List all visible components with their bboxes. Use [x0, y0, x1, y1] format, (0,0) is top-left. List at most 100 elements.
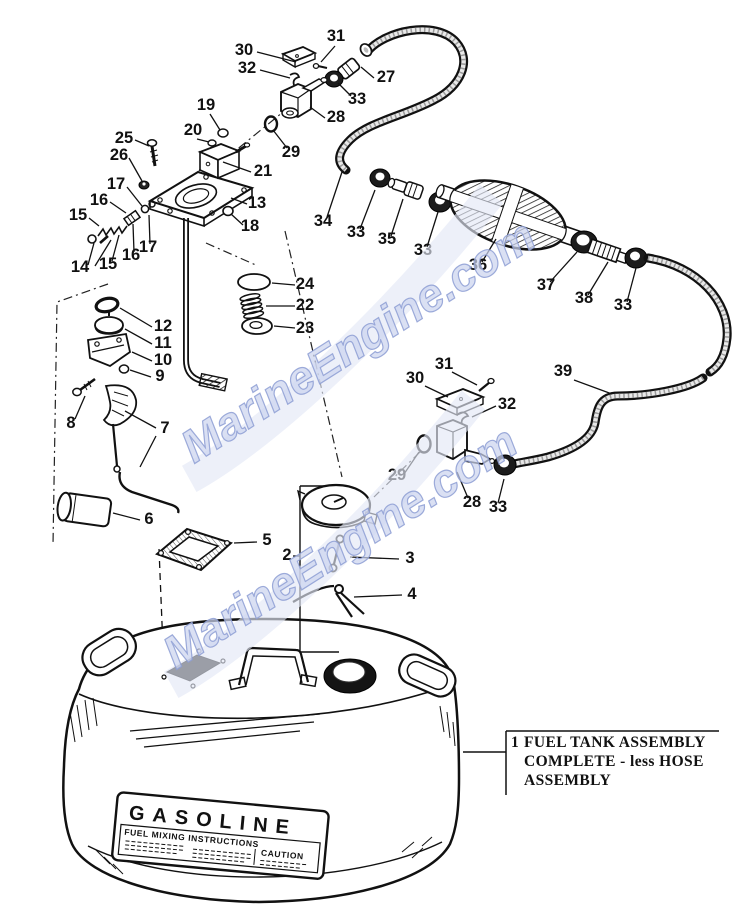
valve-body [197, 142, 251, 180]
cover-30-top [280, 46, 318, 69]
callout-33-e: 33 [489, 498, 507, 516]
callout-33-d: 33 [614, 296, 632, 314]
callout-23: 23 [296, 319, 314, 337]
callout-29-top: 29 [282, 143, 300, 161]
callout-8: 8 [66, 414, 75, 432]
washer-20 [207, 139, 217, 147]
washer-17a [140, 204, 150, 214]
callout-32-top: 32 [238, 59, 256, 77]
callout-25: 25 [115, 129, 133, 147]
callout-7: 7 [160, 419, 169, 437]
float-arm-7 [102, 384, 180, 514]
callout-35: 35 [378, 230, 396, 248]
washer-17b [148, 200, 156, 208]
fitting-16 [122, 209, 142, 227]
top-connector-assembly [263, 46, 361, 133]
caution-text: CAUTION [261, 847, 305, 861]
callout-9: 9 [155, 367, 164, 385]
callout-3: 3 [405, 549, 414, 567]
tank-hatch-strokes [69, 697, 456, 875]
nut-33-bottom [493, 454, 517, 476]
filter-valve-parts [87, 200, 156, 244]
callout-2: 2 [282, 546, 291, 564]
callout-34: 34 [314, 212, 333, 230]
tank-filler-ring [323, 658, 377, 694]
callout-28-bottom: 28 [463, 493, 481, 511]
float-6 [56, 491, 113, 528]
callout-11: 11 [154, 334, 171, 352]
callout-14: 14 [71, 258, 90, 276]
callout-39: 39 [554, 362, 572, 380]
pin-14 [99, 235, 109, 244]
hose-34 [335, 25, 469, 175]
callout-17-b: 17 [139, 238, 157, 256]
pickup-plate-assembly [87, 128, 255, 392]
clip-32-top [289, 72, 301, 86]
tank-left-handle [81, 627, 137, 677]
valve-spring-parts [237, 273, 273, 335]
callout-36: 36 [469, 256, 487, 274]
callout-38: 38 [575, 289, 593, 307]
note-line-3: ASSEMBLY [524, 772, 611, 789]
callout-4: 4 [407, 585, 417, 603]
pickup-tube [183, 218, 221, 388]
plate-screw-holes [157, 174, 247, 216]
note-line-2: COMPLETE - less HOSE [524, 753, 704, 770]
o-ring-29-top [263, 115, 279, 133]
callout-37: 37 [537, 276, 555, 294]
gauge-ring-12 [94, 296, 120, 314]
callout-17-a: 17 [107, 175, 125, 193]
nut-19 [217, 128, 229, 138]
callout-33-b: 33 [347, 223, 365, 241]
hose-39 [509, 253, 732, 469]
callout-24: 24 [296, 275, 315, 293]
gasket-5 [155, 527, 233, 572]
callout-20: 20 [184, 121, 202, 139]
callout-31-bottom: 31 [435, 355, 453, 373]
nut-18 [222, 205, 234, 217]
callout-16-b: 16 [122, 246, 140, 264]
screw-31-bottom [478, 377, 495, 392]
fitting-38 [586, 238, 633, 265]
screw-8 [72, 377, 96, 397]
callout-15-b: 15 [99, 255, 117, 273]
tank-reflection-lines [129, 713, 321, 748]
tank-cap-parts [155, 483, 378, 653]
callouts: 30 31 32 27 33 28 29 19 20 21 25 26 17 1… [66, 27, 632, 603]
note-item-number: 1 [511, 734, 519, 751]
nut-33-outlet [624, 247, 648, 269]
callout-27: 27 [377, 68, 395, 86]
callout-30-bottom: 30 [406, 369, 424, 387]
callout-16-a: 16 [90, 191, 108, 209]
tank-top-crease [78, 683, 453, 720]
callout-31-top: 31 [327, 27, 345, 45]
nut-33-hose-end [369, 168, 391, 188]
callout-10: 10 [154, 351, 172, 369]
callout-33-top: 33 [348, 90, 366, 108]
spring-22 [239, 293, 265, 320]
callout-12: 12 [154, 317, 172, 335]
tank-right-handle [398, 653, 457, 698]
fuel-tank: GASOLINE FUEL MIXING INSTRUCTIONS CAUTIO… [62, 617, 461, 904]
callout-19: 19 [197, 96, 215, 114]
spring-15 [97, 225, 128, 237]
gauge-cap-11 [94, 310, 124, 335]
nut-9 [118, 364, 130, 374]
callout-32-bottom: 32 [498, 395, 516, 413]
check-valve-35 [387, 177, 424, 200]
callout-21: 21 [254, 162, 272, 180]
callout-18: 18 [241, 217, 259, 235]
callout-26: 26 [110, 146, 128, 164]
pickup-tube-screen [198, 372, 228, 392]
gasoline-label-plate: GASOLINE FUEL MIXING INSTRUCTIONS CAUTIO… [111, 791, 330, 880]
callout-15-a: 15 [69, 206, 87, 224]
note-line-1: FUEL TANK ASSEMBLY [524, 734, 706, 751]
screw-25 [146, 139, 159, 167]
bracket-10 [87, 332, 132, 368]
callout-28-top: 28 [327, 108, 345, 126]
callout-22: 22 [296, 296, 314, 314]
fuel-connector-28-top [280, 76, 328, 119]
callout-30-top: 30 [235, 41, 253, 59]
